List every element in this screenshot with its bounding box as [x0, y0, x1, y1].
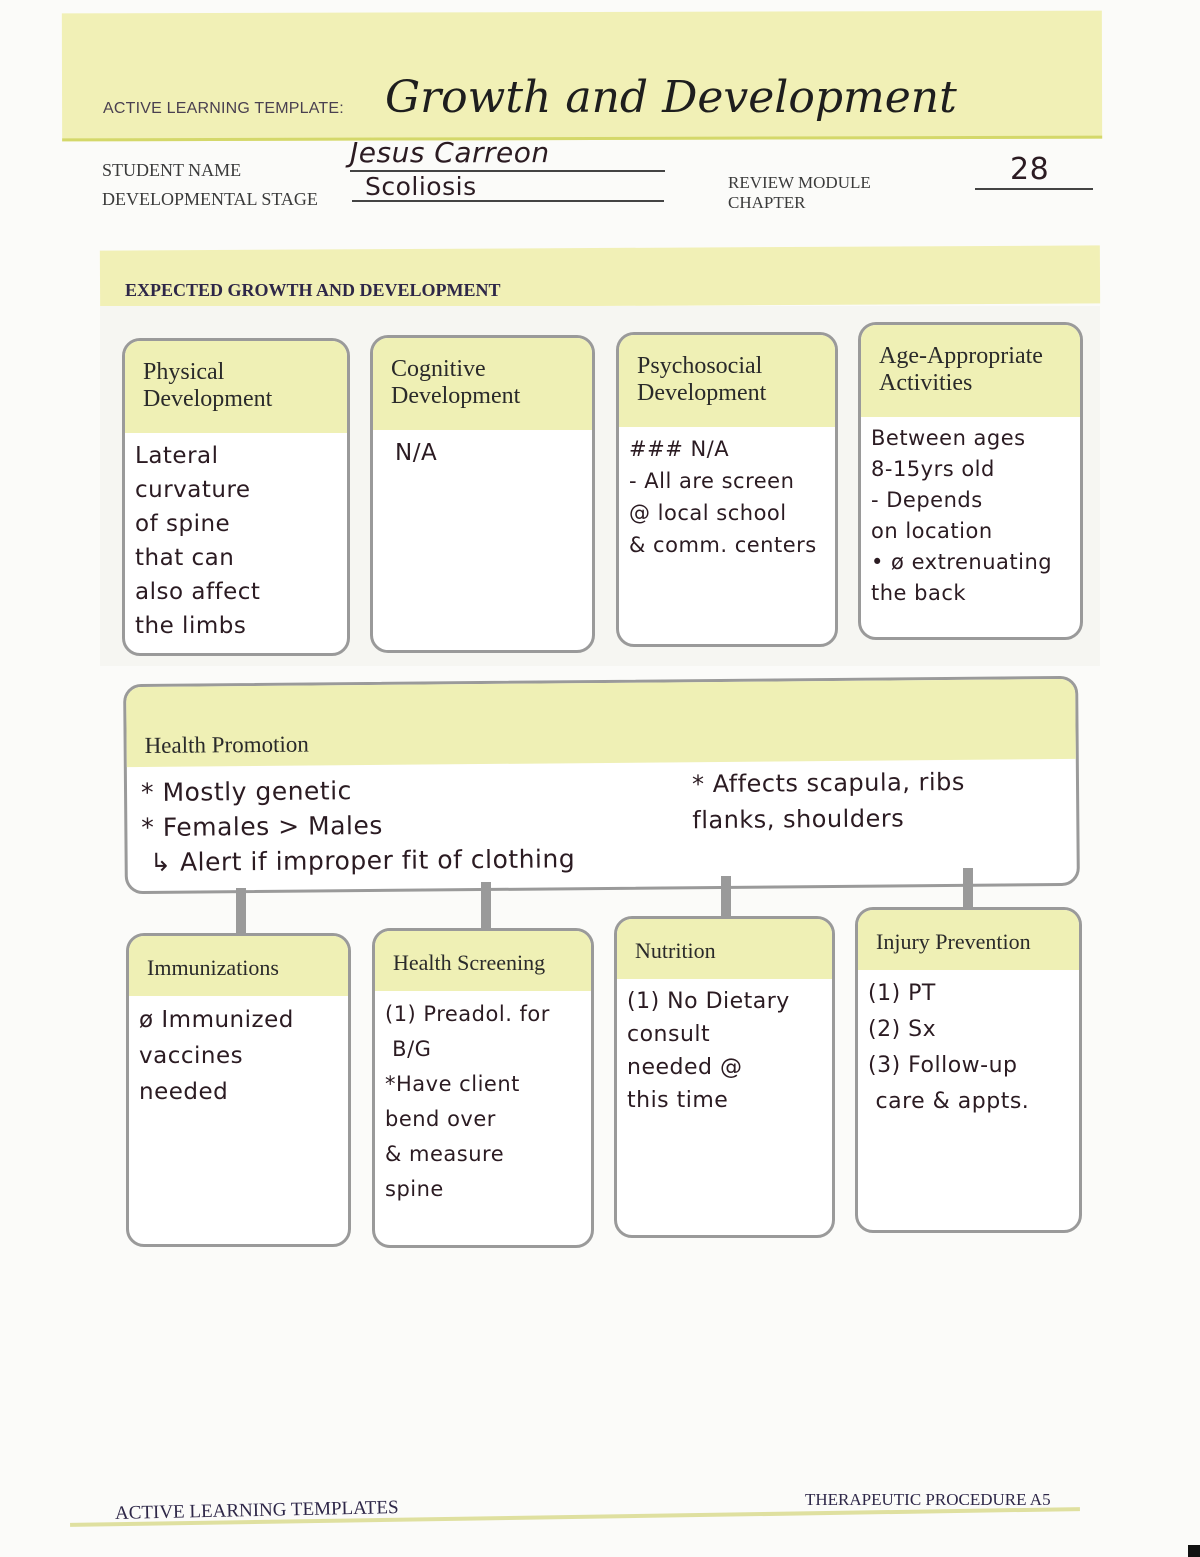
connector-immunizations — [236, 888, 246, 936]
card-content[interactable]: N/A — [395, 440, 438, 466]
card-health-screening: Health Screening (1) Preadol. for B/G *H… — [372, 928, 594, 1248]
card-content[interactable]: (1) No Dietary consult needed @ this tim… — [627, 989, 790, 1113]
card-injury-prevention: Injury Prevention (1) PT (2) Sx (3) Foll… — [855, 907, 1082, 1233]
card-content[interactable]: (1) PT (2) Sx (3) Follow-up care & appts… — [868, 981, 1030, 1114]
card-title: Physical Development — [125, 341, 347, 433]
scan-corner-mark — [1188, 1545, 1200, 1557]
template-title: Growth and Development — [385, 72, 957, 123]
health-promotion-right-notes[interactable]: * Affects scapula, ribs flanks, shoulder… — [691, 767, 965, 835]
student-name-label: STUDENT NAME — [102, 160, 242, 180]
card-title: Nutrition — [617, 919, 832, 979]
card-cognitive-development: Cognitive Development N/A — [370, 335, 595, 653]
card-content[interactable]: ø Immunized vaccines needed — [139, 1007, 294, 1105]
connector-injury-prevention — [963, 868, 973, 916]
card-content[interactable]: Between ages 8-15yrs old - Depends on lo… — [871, 426, 1053, 605]
connector-health-screening — [481, 882, 491, 930]
chapter-label: CHAPTER — [728, 193, 806, 212]
chapter-line — [975, 188, 1093, 190]
card-physical-development: Physical Development Lateral curvature o… — [122, 338, 350, 656]
student-name-line — [350, 170, 665, 172]
card-title: Immunizations — [129, 936, 348, 996]
card-title: Injury Prevention — [858, 910, 1079, 970]
card-immunizations: Immunizations ø Immunized vaccines neede… — [126, 933, 351, 1247]
developmental-stage-label: DEVELOPMENTAL STAGE — [102, 189, 318, 209]
developmental-stage-line — [352, 200, 664, 202]
chapter-value[interactable]: 28 — [1010, 152, 1050, 187]
section-title: EXPECTED GROWTH AND DEVELOPMENT — [125, 280, 501, 300]
card-title: Health Screening — [375, 931, 591, 991]
card-title: Age-Appropriate Activities — [861, 325, 1080, 417]
card-title: Health Promotion — [126, 678, 1076, 768]
footer-right-label: THERAPEUTIC PROCEDURE A5 — [805, 1490, 1051, 1509]
card-content[interactable]: ### N/A - All are screen @ local school … — [629, 437, 817, 557]
review-module-label: REVIEW MODULE — [728, 173, 871, 192]
card-content[interactable]: Lateral curvature of spine that can also… — [135, 443, 261, 639]
card-health-promotion: Health Promotion * Mostly genetic * Fema… — [123, 675, 1080, 895]
card-title: Cognitive Development — [373, 338, 592, 430]
card-nutrition: Nutrition (1) No Dietary consult needed … — [614, 916, 835, 1238]
card-title: Psychosocial Development — [619, 335, 835, 427]
connector-nutrition — [721, 876, 731, 924]
student-name-value[interactable]: Jesus Carreon — [350, 136, 550, 169]
health-promotion-left-notes[interactable]: * Mostly genetic * Females > Males ↳ Ale… — [140, 776, 576, 878]
developmental-stage-value[interactable]: Scoliosis — [365, 172, 477, 201]
template-label: ACTIVE LEARNING TEMPLATE: — [103, 100, 344, 117]
card-content[interactable]: (1) Preadol. for B/G *Have client bend o… — [385, 1002, 550, 1201]
card-psychosocial-development: Psychosocial Development ### N/A - All a… — [616, 332, 838, 647]
card-age-appropriate-activities: Age-Appropriate Activities Between ages … — [858, 322, 1083, 640]
